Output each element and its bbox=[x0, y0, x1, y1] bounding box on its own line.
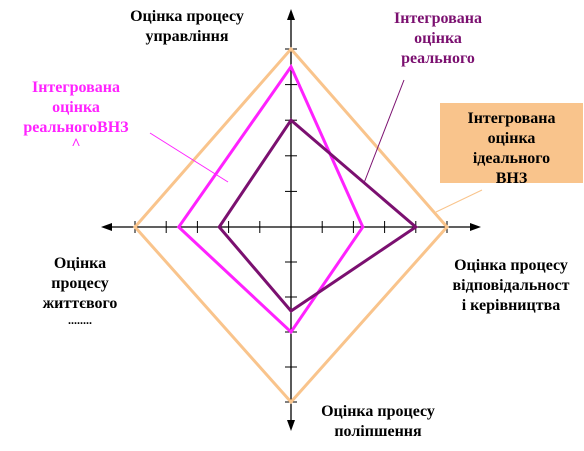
arrow-down-icon bbox=[287, 420, 295, 431]
callout-real-purple-line: оцінка bbox=[414, 30, 462, 47]
axis-label-left-line: Оцінка bbox=[53, 255, 107, 272]
axis-label-top-line: Оцінка процесу bbox=[130, 8, 244, 25]
callout-real-pink-line: реальногоВНЗ bbox=[23, 119, 129, 136]
callout-real-pink-line: ^ bbox=[71, 136, 81, 153]
callout-ideal-line: ВНЗ bbox=[495, 170, 528, 183]
ideal-series-polygon bbox=[132, 46, 450, 405]
axis-label-bottom-line: поліпшення bbox=[334, 423, 422, 440]
axis-label-right-line: і керівництва bbox=[461, 297, 561, 314]
arrow-up-icon bbox=[287, 9, 295, 20]
purple-callout-line bbox=[363, 79, 405, 184]
callout-ideal-line: Інтегрована bbox=[467, 110, 556, 127]
axis-label-top: Оцінка процесу управління bbox=[117, 7, 257, 47]
axis-label-bottom-line: Оцінка процесу bbox=[321, 403, 435, 420]
pink-callout-line bbox=[149, 132, 229, 183]
axis-label-right: Оцінка процесу відповідальност і керівни… bbox=[438, 256, 584, 316]
arrow-left-icon bbox=[101, 223, 112, 231]
callout-real-pink-line: оцінка bbox=[52, 99, 100, 116]
callout-ideal-line: оцінка bbox=[487, 130, 536, 147]
callout-real-purple: Інтегрована оцінка реального bbox=[368, 9, 508, 69]
callout-ideal-box: Інтегрована оцінка ідеального ВНЗ bbox=[440, 103, 583, 183]
callout-real-pink: Інтегрована оцінка реальногоВНЗ ^ bbox=[6, 78, 146, 154]
axis-label-left-line: ........ bbox=[68, 313, 92, 327]
callout-real-purple-line: реального bbox=[401, 50, 475, 67]
axis-label-top-line: управління bbox=[145, 28, 229, 45]
axis-label-left-line: процесу bbox=[51, 275, 109, 292]
arrow-right-icon bbox=[470, 223, 481, 231]
real-pink-series-polygon bbox=[176, 63, 365, 335]
ideal-callout-line bbox=[435, 189, 483, 213]
axis-label-right-line: відповідальност bbox=[452, 277, 570, 294]
callout-ideal-line: ідеального bbox=[472, 150, 551, 167]
axis-label-left: Оцінка процесу життєвого ........ bbox=[28, 254, 132, 328]
axis-label-left-line: життєвого bbox=[42, 295, 118, 312]
real-purple-series-polygon bbox=[217, 117, 419, 313]
axis-label-right-line: Оцінка процесу bbox=[454, 257, 568, 274]
callout-real-purple-line: Інтегрована bbox=[393, 10, 483, 27]
callout-ideal-text: Інтегрована оцінка ідеального ВНЗ bbox=[440, 103, 583, 183]
callout-real-pink-line: Інтегрована bbox=[31, 79, 121, 96]
axis-label-bottom: Оцінка процесу поліпшення bbox=[308, 402, 448, 442]
